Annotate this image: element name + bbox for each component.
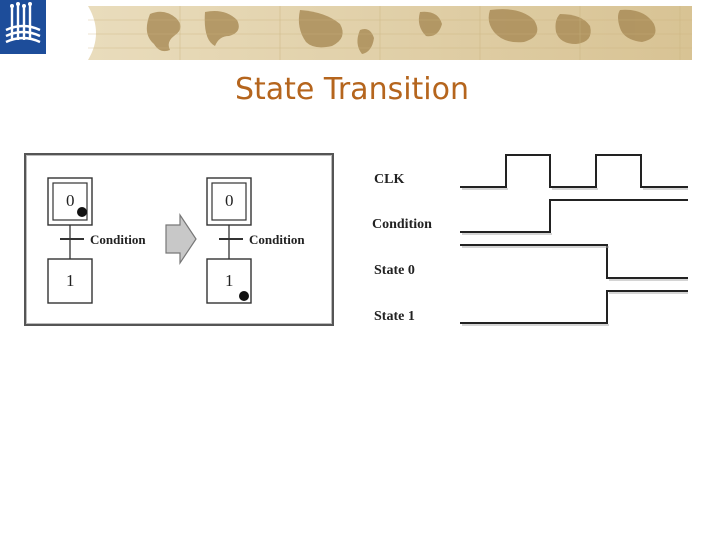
- grafcet-svg: 0 Condition 1 0 Condition 1: [47, 177, 305, 304]
- map-grid: [88, 6, 692, 60]
- grafcet-diagram: 0 Condition 1 0 Condition 1: [24, 153, 334, 326]
- after-step-0-label: 0: [225, 191, 234, 210]
- clk-signal-label: CLK: [374, 172, 404, 187]
- after-token-dot: [239, 291, 249, 301]
- transition-arrow-icon: [165, 213, 197, 265]
- before-step-1-label: 1: [66, 271, 75, 290]
- state0-waveform: [460, 244, 688, 279]
- slide-title: State Transition: [234, 72, 470, 107]
- before-token-dot: [77, 207, 87, 217]
- before-step-0-label: 0: [66, 191, 75, 210]
- condition-waveform: [460, 199, 688, 233]
- before-transition-label: Condition: [90, 232, 146, 247]
- state1-signal-label: State 1: [374, 309, 415, 324]
- condition-signal-label: Condition: [372, 217, 432, 232]
- after-step-1-label: 1: [225, 271, 234, 290]
- after-transition-label: Condition: [249, 232, 305, 247]
- header-banner: [80, 6, 692, 60]
- world-map-strip: [88, 6, 692, 60]
- before-initial-step: 0: [47, 177, 93, 226]
- state0-signal-label: State 0: [374, 263, 415, 278]
- after-next-step: 1: [206, 258, 252, 304]
- after-initial-step: 0: [206, 177, 252, 226]
- clk-waveform: [460, 154, 688, 188]
- institution-logo: [0, 0, 46, 54]
- state1-waveform: [460, 290, 688, 324]
- before-next-step: 1: [47, 258, 93, 304]
